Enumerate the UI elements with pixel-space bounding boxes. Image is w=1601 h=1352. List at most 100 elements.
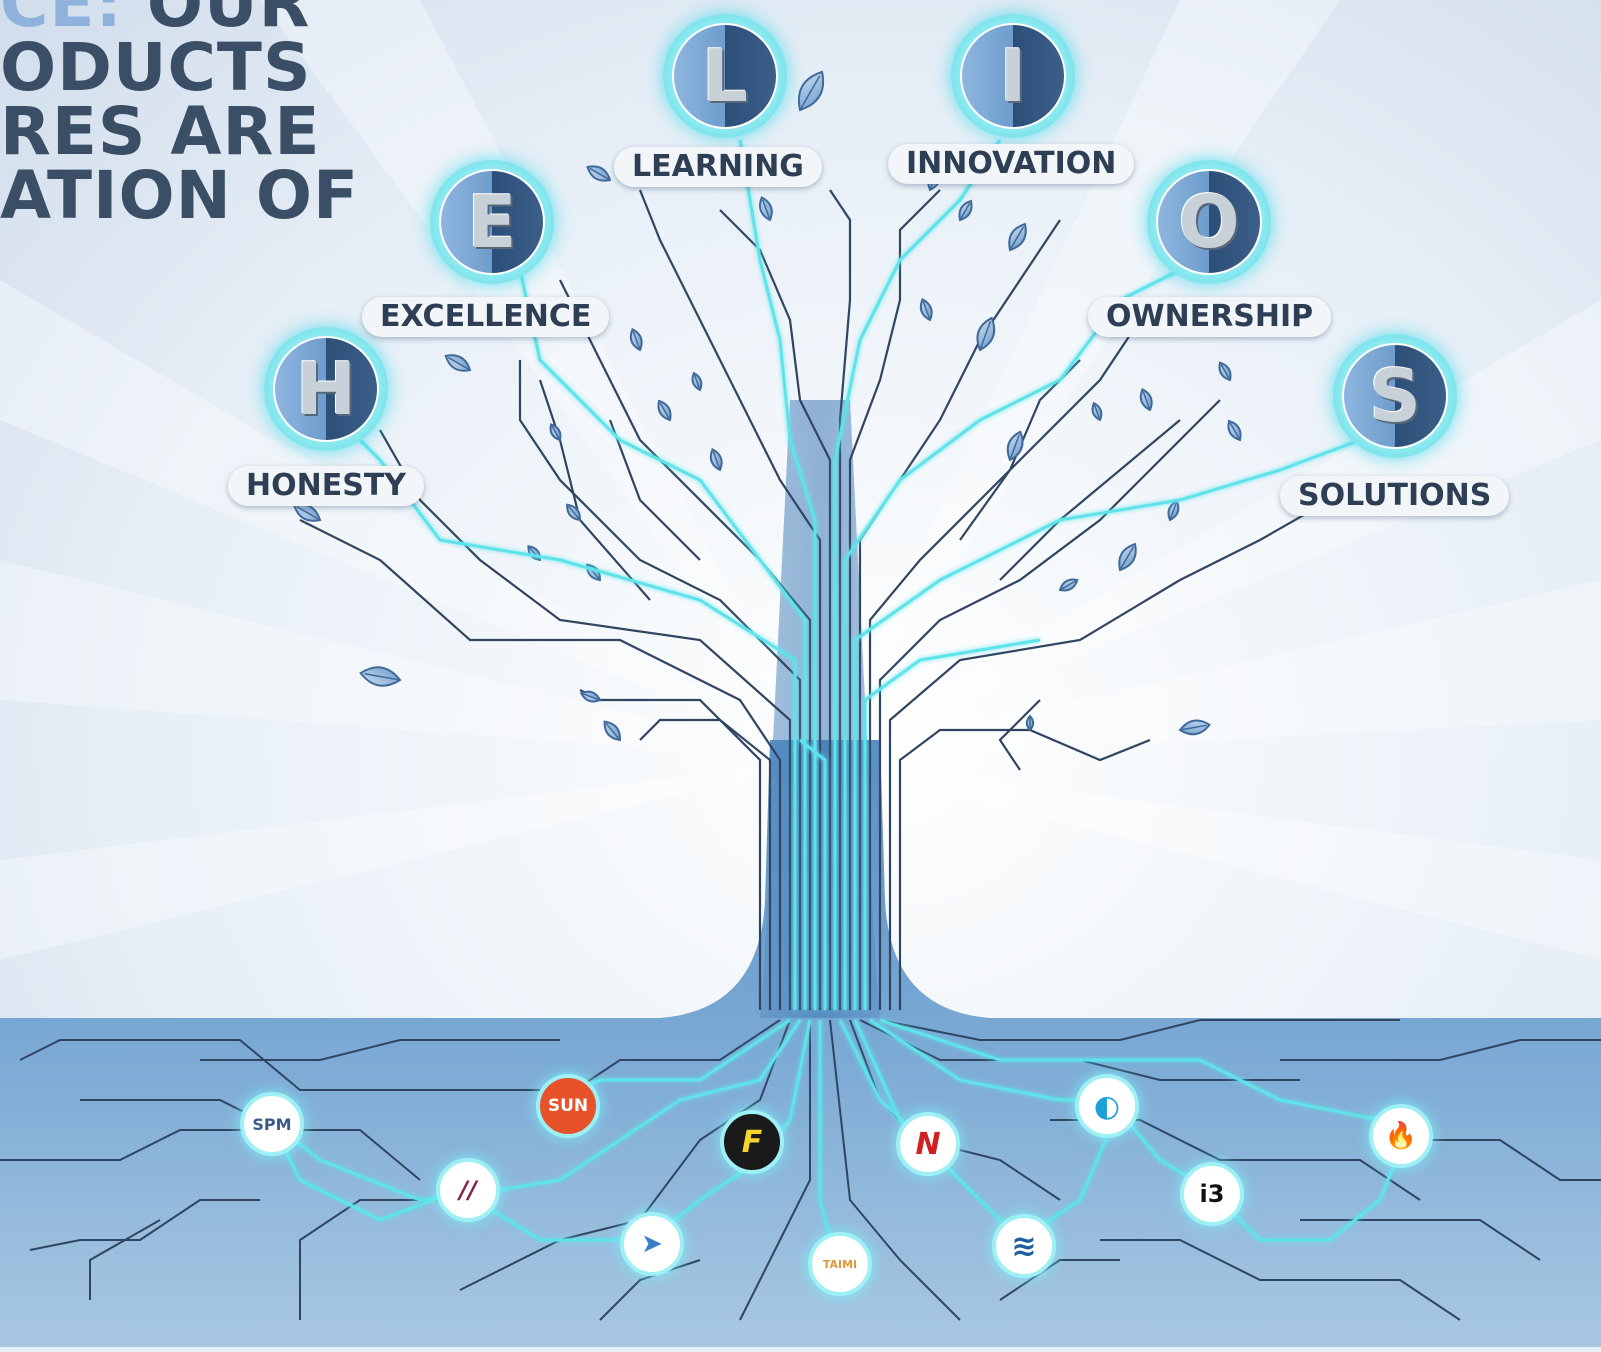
leaf-25 xyxy=(759,196,773,222)
headline: CE: OUR ODUCTS RES ARE ATION OF xyxy=(0,0,360,234)
root-glow-trace-5 xyxy=(853,1019,1112,1242)
leaf-16 xyxy=(1227,419,1242,442)
root-trace-7 xyxy=(559,1019,781,1101)
letter-badge-s: S xyxy=(1333,334,1457,458)
double-slash-logo[interactable]: // xyxy=(436,1158,500,1222)
branch-trace-5 xyxy=(719,209,832,1010)
letter-badge-l: L xyxy=(663,14,787,138)
root-trace-19 xyxy=(599,1259,701,1321)
branch-trace-11 xyxy=(888,499,1331,1010)
sun-logo-text: SUN xyxy=(547,1096,589,1116)
value-label-honesty: HONESTY xyxy=(228,466,425,506)
root-trace-5 xyxy=(200,1039,560,1061)
root-glow-trace-11 xyxy=(1208,1149,1402,1242)
leaf-19 xyxy=(1178,719,1212,736)
leaf-5 xyxy=(444,354,472,372)
branch-trace-1 xyxy=(379,429,792,1010)
branch-trace-10 xyxy=(878,399,1221,1010)
root-trace-4 xyxy=(89,1219,161,1300)
i3-logo-text: i3 xyxy=(1199,1180,1225,1208)
root-trace-2 xyxy=(0,1129,421,1181)
value-label-ownership: OWNERSHIP xyxy=(1088,297,1332,337)
branch-trace-2 xyxy=(518,360,802,1010)
leaf-23 xyxy=(657,399,672,422)
root-trace-10 xyxy=(829,1019,961,1321)
f-logo-text: F xyxy=(741,1124,763,1160)
leaf-11 xyxy=(1006,430,1024,462)
leaf-2 xyxy=(579,690,602,703)
spm-logo-text: SPM xyxy=(252,1114,292,1134)
glow-trace-2 xyxy=(833,139,1002,1010)
value-label-solutions: SOLUTIONS xyxy=(1280,476,1510,516)
glow-trace-1 xyxy=(738,139,817,1010)
arrow-logo[interactable]: ➤ xyxy=(620,1212,684,1276)
arrow-icon: ➤ xyxy=(641,1229,663,1259)
branch-trace-15 xyxy=(538,379,651,601)
root-trace-3 xyxy=(29,1199,260,1251)
leaf-17 xyxy=(1118,542,1137,572)
taimi-logo-text: TAIMI xyxy=(822,1257,858,1271)
leaf-22 xyxy=(629,327,643,352)
swirl-logo[interactable]: ◐ xyxy=(1075,1074,1139,1138)
letter-badge-h: H xyxy=(264,327,388,451)
root-glow-trace-1 xyxy=(269,1019,802,1202)
glow-trace-5 xyxy=(338,418,797,1010)
root-trace-18 xyxy=(1300,1219,1541,1261)
leaf-0 xyxy=(359,666,402,687)
glow-trace-7 xyxy=(863,638,1041,1010)
root-trace-20 xyxy=(999,1259,1120,1301)
leaf-12 xyxy=(976,316,996,352)
branch-trace-19 xyxy=(998,699,1041,771)
value-label-excellence: EXCELLENCE xyxy=(362,297,610,337)
branch-trace-18 xyxy=(999,419,1181,581)
headline-line-4: ATION OF xyxy=(0,157,360,234)
leaf-15 xyxy=(1218,361,1232,382)
leaf-3 xyxy=(566,503,582,522)
spm-logo[interactable]: SPM xyxy=(240,1092,304,1156)
waves-logo[interactable]: ≋ xyxy=(992,1214,1056,1278)
branch-trace-12 xyxy=(898,728,1151,1010)
root-trace-17 xyxy=(1420,1139,1601,1181)
root-trace-0 xyxy=(19,1039,540,1091)
f-logo[interactable]: F xyxy=(720,1110,784,1174)
branch-trace-6 xyxy=(829,189,852,1010)
sun-logo[interactable]: SUN xyxy=(536,1074,600,1138)
glow-trace-6 xyxy=(799,738,827,1010)
leaf-31 xyxy=(691,371,703,392)
n-logo-text: N xyxy=(915,1126,941,1162)
leaf-18 xyxy=(1058,578,1079,592)
root-trace-9 xyxy=(739,1020,811,1321)
dark-circuit-traces xyxy=(299,189,1331,1010)
taimi-logo[interactable]: TAIMI xyxy=(808,1232,872,1296)
headline-line-1: CE: OUR xyxy=(0,0,311,42)
leaf-14 xyxy=(1139,387,1153,412)
leaf-6 xyxy=(586,165,612,182)
flame-logo[interactable]: 🔥 xyxy=(1369,1104,1433,1168)
waves-icon: ≋ xyxy=(1011,1228,1037,1264)
leaf-4 xyxy=(549,423,562,442)
root-trace-16 xyxy=(1280,1039,1601,1061)
flame-icon: 🔥 xyxy=(1384,1121,1418,1151)
root-trace-6 xyxy=(299,1199,460,1320)
letter-badge-e: E xyxy=(430,160,554,284)
leaf-24 xyxy=(709,447,723,472)
glow-trace-4 xyxy=(853,438,1361,1010)
branch-trace-9 xyxy=(868,319,1141,1010)
swirl-icon: ◐ xyxy=(1093,1088,1121,1124)
leaf-13 xyxy=(919,297,933,322)
headline-line-3: RES ARE xyxy=(0,93,321,170)
n-logo[interactable]: N xyxy=(896,1112,960,1176)
leaf-1 xyxy=(603,720,622,742)
leaf-10 xyxy=(1008,222,1027,252)
root-trace-15 xyxy=(1100,1239,1461,1321)
headline-line-2: ODUCTS xyxy=(0,29,312,106)
branch-trace-4 xyxy=(638,189,822,1010)
root-trace-8 xyxy=(459,1019,791,1291)
letter-badge-o: O xyxy=(1147,160,1271,284)
branch-trace-16 xyxy=(608,419,701,561)
double-slash-logo-text: // xyxy=(459,1176,477,1204)
i3-logo[interactable]: i3 xyxy=(1180,1162,1244,1226)
leaf-9 xyxy=(958,199,973,222)
leaf-7 xyxy=(797,70,825,112)
